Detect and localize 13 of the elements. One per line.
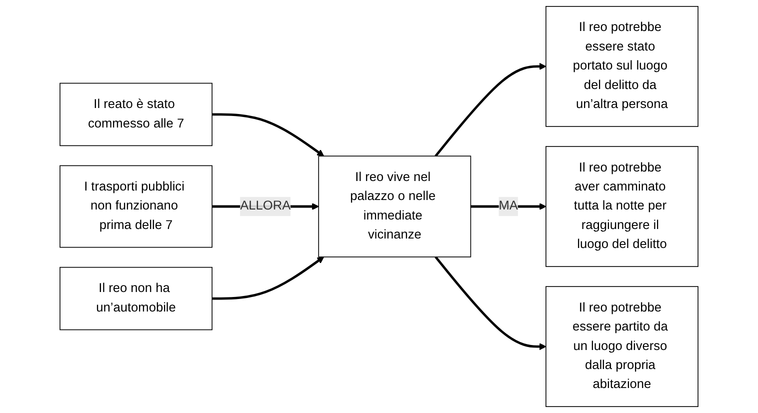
node-box: I trasporti pubblici non funzionano prima delle 7 [60, 165, 212, 248]
edge-label: ALLORA [240, 199, 291, 213]
node-box: Il reo potrebbe essere partito da un luogo diverso dalla propria abitazione [546, 286, 698, 407]
node-box: Il reato è stato commesso alle 7 [60, 82, 212, 146]
node-box: Il reo non ha un’automobile [60, 266, 212, 330]
arrow [434, 62, 546, 157]
arrow [434, 256, 546, 350]
node-box: Il reo potrebbe aver camminato tutta la notte per raggiungere il luogo del delitto [546, 146, 698, 267]
arrow [212, 113, 324, 156]
node-box: Il reo vive nel palazzo o nelle immediate vicinanze [318, 156, 472, 258]
edge-label: MA [498, 199, 518, 213]
node-box: Il reo potrebbe essere stato portato sul luogo del delitto da un’altra persona [546, 6, 698, 127]
arrow [212, 256, 324, 300]
